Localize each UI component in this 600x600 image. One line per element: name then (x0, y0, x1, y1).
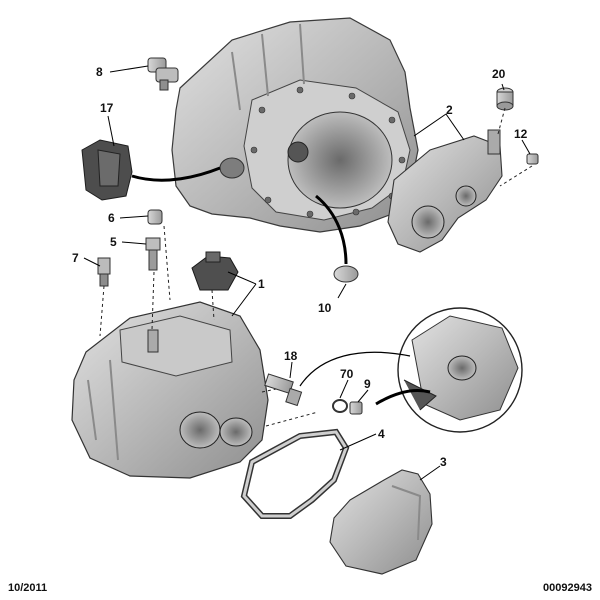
callout-17: 17 (100, 101, 114, 115)
part-8-plug (147, 57, 179, 91)
part-70-washer (332, 399, 348, 413)
gearbox-casing (71, 301, 269, 479)
callout-4: 4 (378, 427, 385, 441)
callout-20: 20 (492, 67, 506, 81)
callout-1: 1 (258, 277, 265, 291)
callout-9: 9 (364, 377, 371, 391)
callout-7: 7 (72, 251, 79, 265)
inset-pointer (375, 389, 431, 406)
callout-18: 18 (284, 349, 298, 363)
part-17-pointer (131, 166, 221, 182)
part-2-bracket (387, 129, 503, 253)
part-12-nut (526, 153, 539, 165)
part-3-cover (329, 469, 433, 575)
part-10-pointer (315, 194, 348, 265)
callout-6: 6 (108, 211, 115, 225)
detail-inset (397, 307, 523, 433)
part-10-disc (333, 265, 359, 283)
footer-reference: 00092943 (543, 582, 592, 594)
part-20-bushing (496, 87, 514, 111)
part-7-sensor (97, 257, 111, 287)
callout-10: 10 (318, 301, 332, 315)
footer-date: 10/2011 (8, 582, 48, 594)
bracket-dashes (497, 107, 533, 187)
callout-8: 8 (96, 65, 103, 79)
part-17-cover (81, 139, 133, 201)
callout-2: 2 (446, 103, 453, 117)
part-1-gaiter (191, 251, 239, 291)
callout-3: 3 (440, 455, 447, 469)
part-6-cap (147, 209, 163, 225)
leader-lines (83, 65, 531, 481)
part-5-switch (145, 237, 161, 271)
part-18-bolt (264, 373, 303, 407)
callout-5: 5 (110, 235, 117, 249)
clutch-housing (171, 17, 419, 233)
inset-leader-line (299, 351, 411, 387)
callout-12: 12 (514, 127, 528, 141)
part-9-plug (349, 401, 363, 415)
part-4-gasket (240, 428, 350, 519)
callout-70: 70 (340, 367, 354, 381)
